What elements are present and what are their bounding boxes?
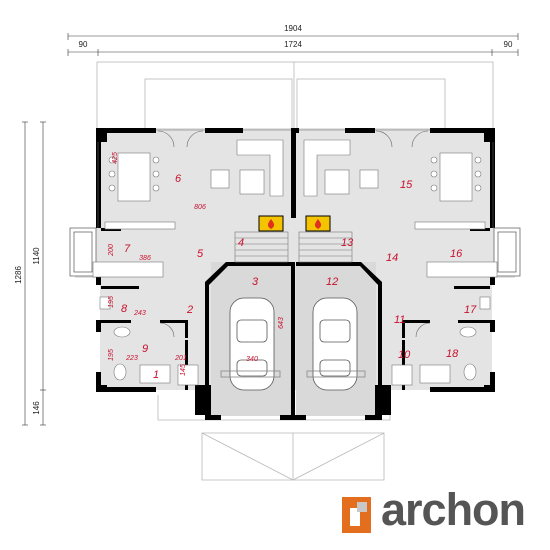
room-number: 6 <box>175 173 182 185</box>
room-number: 12 <box>326 276 338 288</box>
room-number: 11 <box>394 314 405 326</box>
brand-name: archon <box>381 484 526 535</box>
garage-doors <box>220 370 366 378</box>
walls <box>96 128 495 420</box>
dim-main-depth: 1140 <box>32 247 41 265</box>
bay-windows <box>69 227 521 277</box>
archon-logo-icon <box>342 497 371 533</box>
room-dimension: 386 <box>139 255 151 262</box>
dim-left-offset: 90 <box>79 40 88 49</box>
car-icon <box>229 297 358 391</box>
windows-and-doors <box>97 129 494 338</box>
dimension-lines <box>22 33 519 426</box>
room-dimension: 643 <box>278 317 285 329</box>
room-number: 18 <box>446 348 459 360</box>
room-number: 13 <box>341 237 354 249</box>
room-dimension: 243 <box>133 310 146 317</box>
room-number: 16 <box>450 248 463 260</box>
room-dimension: 425 <box>112 152 119 164</box>
room-number: 4 <box>238 237 244 249</box>
room-dimension: 195 <box>108 296 115 308</box>
dim-right-offset: 90 <box>504 40 513 49</box>
room-dimension: 806 <box>194 204 206 211</box>
room-dimension: 195 <box>108 349 115 361</box>
room-dimension: 223 <box>125 355 138 362</box>
room-number: 2 <box>186 304 193 316</box>
dim-front-depth: 146 <box>32 401 41 415</box>
room-number: 17 <box>464 304 477 316</box>
room-dimension: 145 <box>180 364 187 376</box>
room-number: 7 <box>124 243 131 255</box>
furniture <box>92 139 498 386</box>
dim-overall-width: 1904 <box>284 24 302 33</box>
dim-overall-depth: 1286 <box>14 266 23 284</box>
room-dimension: 340 <box>246 356 258 363</box>
room-number: 1 <box>153 369 159 381</box>
room-dimension: 201 <box>174 355 187 362</box>
room-dimension: 200 <box>108 244 115 257</box>
room-number: 3 <box>252 276 259 288</box>
dim-inner-width: 1724 <box>284 40 302 49</box>
fireplace-icon <box>258 215 331 232</box>
room-number: 9 <box>142 343 148 355</box>
room-number: 14 <box>386 252 398 264</box>
room-number: 5 <box>197 248 204 260</box>
stairs <box>234 231 353 263</box>
room-number: 15 <box>400 179 413 191</box>
room-number: 8 <box>121 303 128 315</box>
room-number: 10 <box>398 349 411 361</box>
